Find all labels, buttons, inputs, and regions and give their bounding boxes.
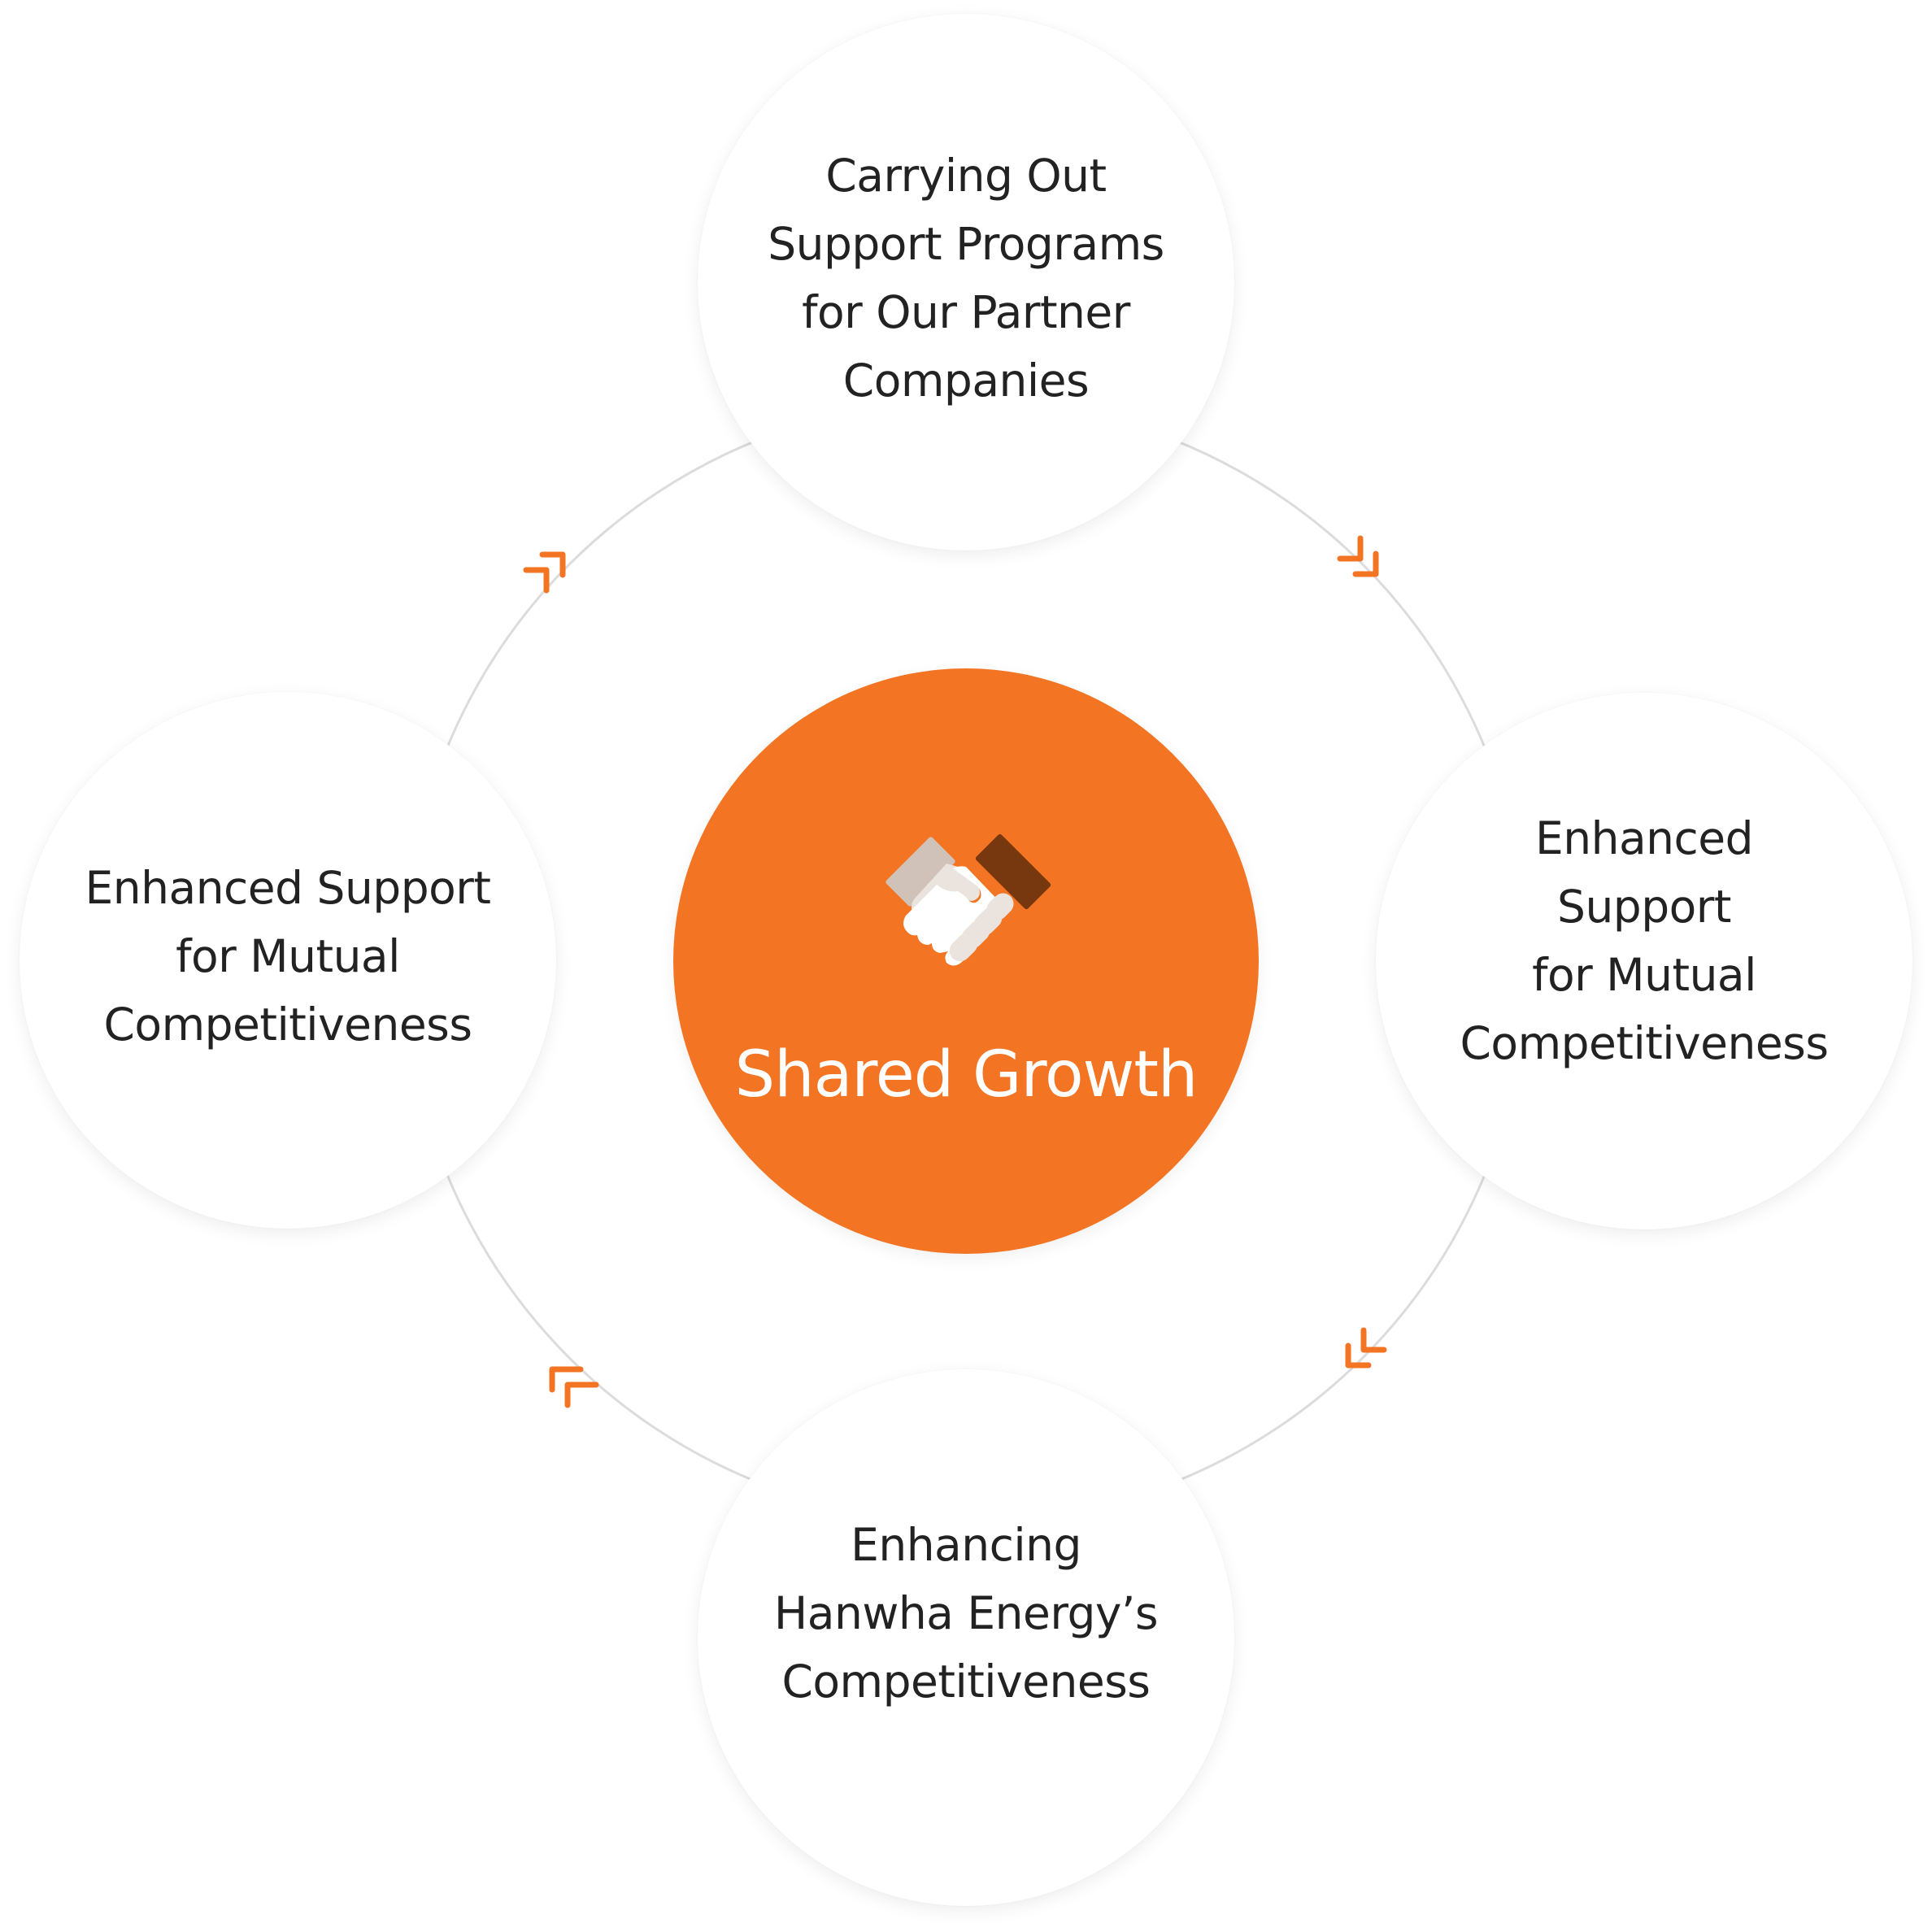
left-cuff xyxy=(886,837,955,907)
label-line: Support Programs xyxy=(768,218,1164,270)
label-line: Support xyxy=(1557,881,1731,933)
double-chevron-up-left-icon xyxy=(549,1366,599,1408)
label-line: Enhanced xyxy=(1534,812,1754,864)
hub-circle: Shared Growth xyxy=(673,668,1259,1254)
label-line: Competitiveness xyxy=(781,1656,1151,1708)
cycle-node-left: Enhanced Support for Mutual Competitiven… xyxy=(20,692,556,1229)
cycle-node-top: Carrying Out Support Programs for Our Pa… xyxy=(698,14,1234,550)
cycle-node-label: Enhanced Support for Mutual Competitiven… xyxy=(85,854,491,1059)
label-line: Competitiveness xyxy=(1460,1017,1829,1069)
cycle-node-label: Enhancing Hanwha Energy’s Competitivenes… xyxy=(773,1511,1159,1716)
label-line: Hanwha Energy’s xyxy=(773,1587,1159,1639)
label-line: Competitiveness xyxy=(103,999,472,1051)
hub-title: Shared Growth xyxy=(734,1038,1199,1112)
lower-fingers xyxy=(949,893,1014,962)
cycle-node-right: Enhanced Support for Mutual Competitiven… xyxy=(1376,693,1912,1229)
double-chevron-up-right-icon xyxy=(523,551,566,594)
double-chevron-down-left-icon xyxy=(1345,1327,1387,1368)
cycle-node-label: Carrying Out Support Programs for Our Pa… xyxy=(768,141,1164,415)
label-line: Companies xyxy=(842,355,1090,407)
handshake-icon xyxy=(886,833,1051,966)
cycle-node-label: Enhanced Support for Mutual Competitiven… xyxy=(1460,804,1829,1077)
right-cuff xyxy=(975,833,1051,910)
label-line: for Mutual xyxy=(176,930,400,982)
upper-hand xyxy=(912,864,980,916)
label-line: for Our Partner xyxy=(802,286,1130,338)
label-line: for Mutual xyxy=(1532,949,1756,1001)
double-chevron-down-right-icon xyxy=(1337,535,1379,577)
label-line: Carrying Out xyxy=(825,150,1107,202)
cycle-node-bottom: Enhancing Hanwha Energy’s Competitivenes… xyxy=(698,1369,1234,1906)
label-line: Enhanced Support xyxy=(85,862,491,914)
label-line: Enhancing xyxy=(851,1519,1081,1571)
